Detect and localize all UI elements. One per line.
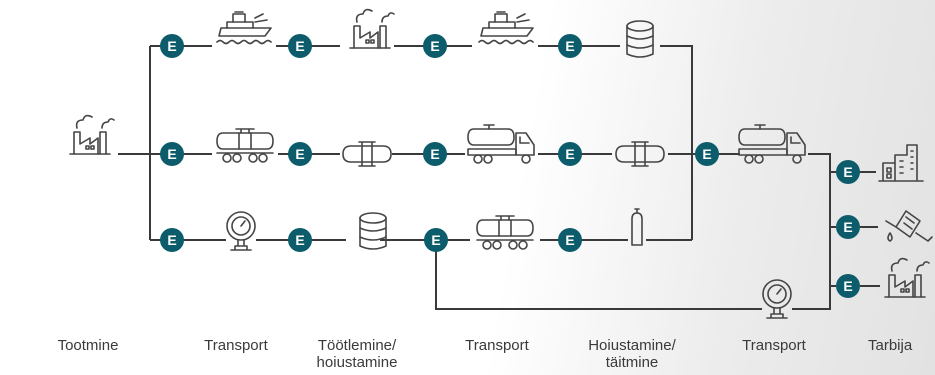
e-marker: E bbox=[695, 142, 719, 166]
svg-text:E: E bbox=[167, 146, 176, 162]
e-marker: E bbox=[160, 228, 184, 252]
factory-icon bbox=[884, 257, 930, 298]
factory-icon bbox=[349, 8, 395, 49]
svg-text:E: E bbox=[702, 146, 711, 162]
pressure-gauge-icon bbox=[226, 211, 256, 251]
pipeline-tank-icon bbox=[342, 141, 392, 167]
stage-label-production: Tootmine bbox=[38, 337, 138, 354]
stage-label-line: Transport bbox=[465, 337, 529, 354]
stage-label-transport-3: Transport bbox=[724, 337, 824, 354]
stage-label-line: täitmine bbox=[605, 354, 659, 371]
e-marker: E bbox=[558, 142, 582, 166]
svg-text:E: E bbox=[565, 146, 574, 162]
stage-label-processing: Töötlemine/ hoiustamine bbox=[302, 337, 412, 371]
pipeline-tank-icon bbox=[615, 141, 665, 167]
svg-text:E: E bbox=[295, 38, 304, 54]
svg-text:E: E bbox=[843, 164, 852, 180]
rail-tank-car-icon bbox=[216, 128, 274, 163]
e-marker: E bbox=[558, 228, 582, 252]
svg-text:E: E bbox=[431, 232, 440, 248]
stage-label-line: Hoiustamine/ bbox=[588, 337, 676, 354]
stage-label-transport-2: Transport bbox=[447, 337, 547, 354]
stage-label-line: Tarbija bbox=[868, 337, 913, 354]
svg-text:E: E bbox=[295, 146, 304, 162]
svg-text:E: E bbox=[565, 232, 574, 248]
stage-label-consumer: Tarbija bbox=[868, 337, 935, 354]
stage-label-line: Transport bbox=[742, 337, 806, 354]
stage-label-line: Töötlemine/ bbox=[317, 337, 397, 354]
tanker-truck-icon bbox=[467, 124, 535, 164]
e-marker: E bbox=[836, 160, 860, 184]
stage-label-transport-1: Transport bbox=[186, 337, 286, 354]
e-marker: E bbox=[423, 34, 447, 58]
buildings-icon bbox=[878, 144, 924, 182]
e-marker: E bbox=[288, 34, 312, 58]
ship-icon bbox=[216, 11, 272, 45]
storage-tank-icon bbox=[626, 20, 654, 58]
storage-tank-icon bbox=[359, 212, 387, 250]
svg-text:E: E bbox=[167, 38, 176, 54]
pressure-gauge-icon bbox=[762, 279, 792, 319]
e-marker: E bbox=[424, 228, 448, 252]
e-marker: E bbox=[423, 142, 447, 166]
e-marker: E bbox=[288, 142, 312, 166]
e-marker: E bbox=[836, 215, 860, 239]
e-marker: E bbox=[160, 34, 184, 58]
svg-text:E: E bbox=[167, 232, 176, 248]
svg-text:E: E bbox=[430, 146, 439, 162]
stage-label-line: hoiustamine bbox=[316, 354, 398, 371]
stage-label-storage: Hoiustamine/ täitmine bbox=[572, 337, 692, 371]
connector-lines bbox=[118, 45, 831, 310]
e-marker: E bbox=[288, 228, 312, 252]
stage-label-line: Transport bbox=[204, 337, 268, 354]
tanker-truck-icon bbox=[738, 124, 806, 164]
fuel-nozzle-icon bbox=[885, 210, 933, 242]
gas-cylinder-icon bbox=[631, 208, 643, 246]
factory-icon bbox=[69, 114, 115, 155]
svg-text:E: E bbox=[843, 278, 852, 294]
svg-text:E: E bbox=[843, 219, 852, 235]
stage-label-line: Tootmine bbox=[57, 337, 119, 354]
svg-text:E: E bbox=[295, 232, 304, 248]
svg-text:E: E bbox=[430, 38, 439, 54]
svg-text:E: E bbox=[565, 38, 574, 54]
e-marker: E bbox=[160, 142, 184, 166]
rail-tank-car-icon bbox=[476, 215, 534, 250]
e-marker: E bbox=[836, 274, 860, 298]
ship-icon bbox=[478, 11, 534, 45]
e-marker: E bbox=[558, 34, 582, 58]
